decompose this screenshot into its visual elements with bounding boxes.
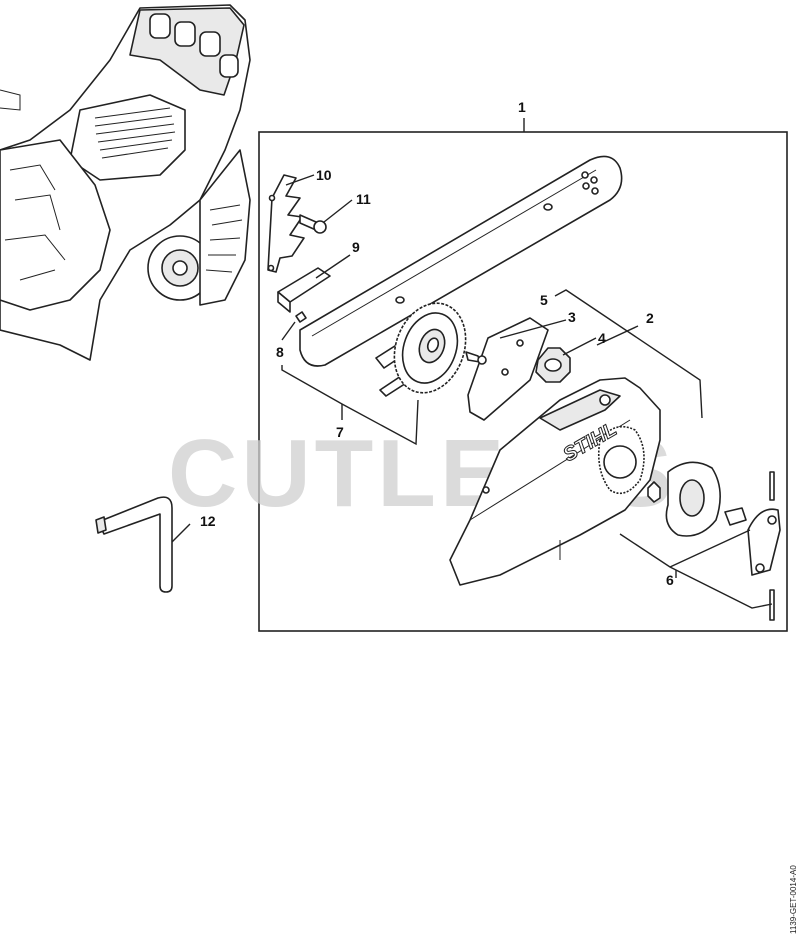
part-6-brake-components	[647, 461, 781, 621]
callout-3: 3	[568, 309, 576, 325]
leader-lines	[171, 118, 773, 609]
part-10-bumper-spike	[267, 174, 305, 273]
part-7-chain-tensioner	[375, 302, 467, 397]
callout-12: 12	[200, 513, 216, 529]
part-3-baffle-plate	[465, 317, 549, 421]
reference-code: 1139-GET-0014-A0	[789, 865, 798, 934]
callout-6: 6	[666, 572, 674, 588]
part-11-screw	[299, 214, 327, 234]
part-2-sprocket-cover: STIHL	[449, 377, 661, 586]
callout-2: 2	[646, 310, 654, 326]
guide-bar	[299, 155, 623, 367]
callout-10: 10	[316, 167, 332, 183]
callout-1: 1	[518, 99, 526, 115]
part-12-wrench	[95, 496, 173, 593]
callout-5: 5	[540, 292, 548, 308]
callout-8: 8	[276, 344, 284, 360]
part-4-collar-nut	[535, 347, 571, 383]
part-8-nut	[295, 311, 307, 323]
callout-9: 9	[352, 239, 360, 255]
callout-4: 4	[598, 330, 606, 346]
assembly-frame	[258, 131, 788, 632]
callout-11: 11	[356, 191, 371, 207]
chainsaw-engine-illustration	[0, 4, 251, 361]
callout-7: 7	[336, 424, 344, 440]
